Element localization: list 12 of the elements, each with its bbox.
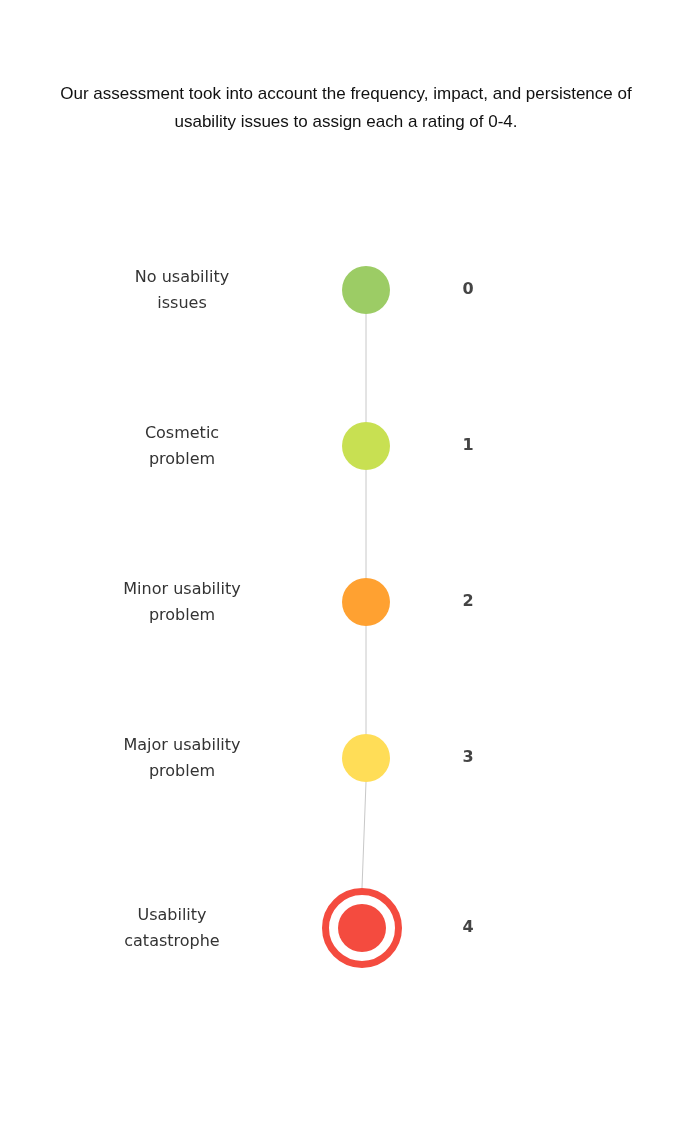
rating-number: 4	[462, 917, 474, 936]
rating-number: 1	[462, 435, 474, 454]
rating-label: Major usability problem	[122, 734, 242, 782]
intro-text: Our assessment took into account the frequency, impact, and persistence of usability issues to assign each a rating of 0-4.	[59, 83, 633, 133]
rating-label: Cosmetic problem	[143, 422, 221, 470]
rating-label: No usability issues	[133, 266, 231, 314]
connector-line	[361, 781, 367, 889]
rating-number: 3	[462, 747, 474, 766]
rating-number: 2	[462, 591, 474, 610]
rating-label: Minor usability problem	[122, 578, 242, 626]
rating-number: 0	[462, 279, 474, 298]
rating-label: Usability catastrophe	[123, 904, 221, 952]
